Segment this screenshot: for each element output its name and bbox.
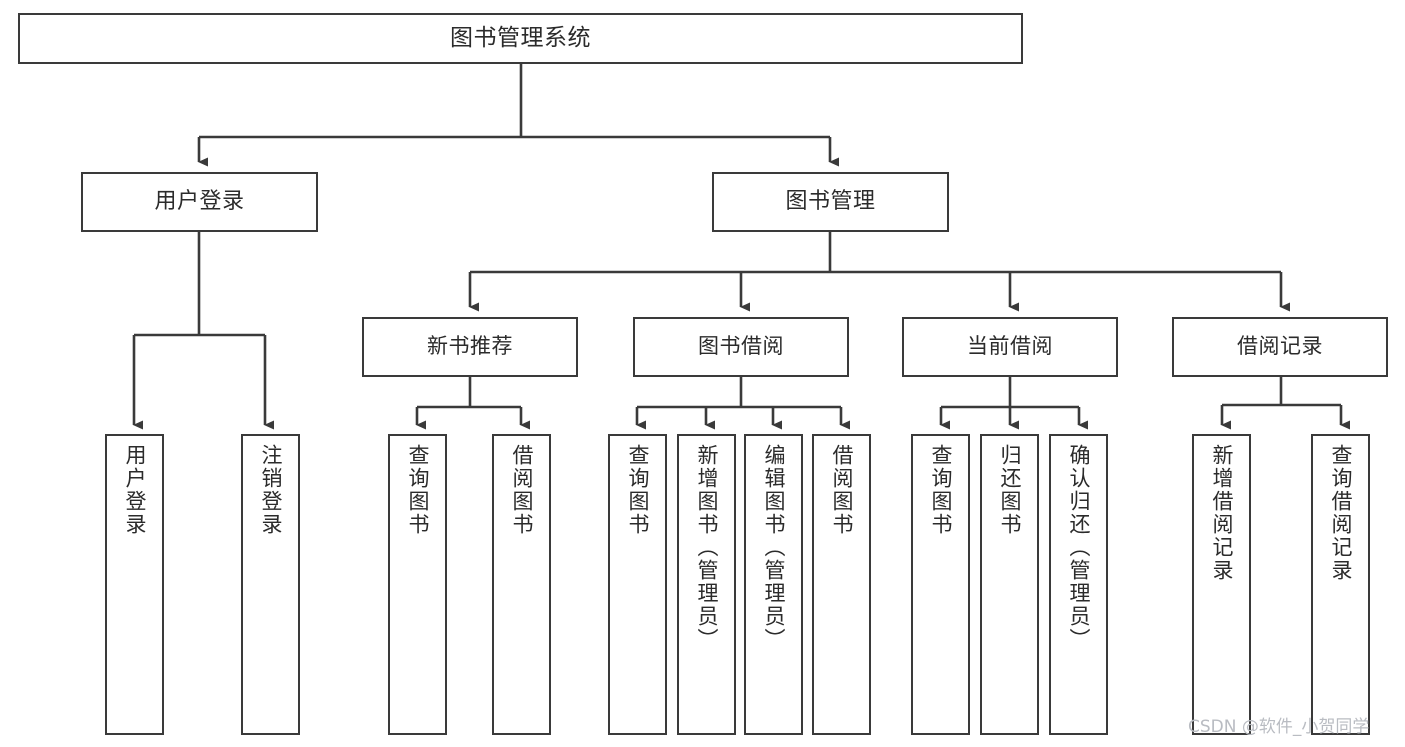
- node-leaf-confirm-return[interactable]: 确认归还（管理员）: [1049, 434, 1108, 735]
- node-leaf-borrow-book-1[interactable]: 借阅图书: [492, 434, 551, 735]
- node-leaf-query-book-3[interactable]: 查询图书: [911, 434, 970, 735]
- node-leaf-logout-label: 注销登录: [259, 444, 283, 536]
- node-leaf-query-record-label: 查询借阅记录: [1329, 444, 1353, 582]
- node-leaf-add-record-label: 新增借阅记录: [1210, 444, 1234, 582]
- node-book-borrow-label: 图书借阅: [698, 334, 784, 359]
- node-book-manage[interactable]: 图书管理: [712, 172, 949, 232]
- node-leaf-borrow-book-2-label: 借阅图书: [830, 444, 854, 536]
- node-leaf-borrow-book-1-label: 借阅图书: [510, 444, 534, 536]
- node-leaf-query-book-3-label: 查询图书: [929, 444, 953, 536]
- node-leaf-query-record[interactable]: 查询借阅记录: [1311, 434, 1370, 735]
- node-leaf-return-book-label: 归还图书: [998, 444, 1022, 536]
- node-leaf-query-book-2-label: 查询图书: [626, 444, 650, 536]
- node-leaf-edit-book[interactable]: 编辑图书（管理员）: [744, 434, 803, 735]
- node-leaf-confirm-return-label: 确认归还（管理员）: [1067, 444, 1091, 651]
- node-leaf-query-book-2[interactable]: 查询图书: [608, 434, 667, 735]
- node-leaf-user-login[interactable]: 用户登录: [105, 434, 164, 735]
- node-new-book-recommend-label: 新书推荐: [427, 334, 513, 359]
- node-leaf-edit-book-label: 编辑图书（管理员）: [762, 444, 786, 651]
- node-user-login-label: 用户登录: [154, 188, 245, 214]
- node-book-borrow[interactable]: 图书借阅: [633, 317, 849, 377]
- node-leaf-user-login-label: 用户登录: [123, 444, 147, 536]
- node-leaf-query-book-1-label: 查询图书: [406, 444, 430, 536]
- node-leaf-logout[interactable]: 注销登录: [241, 434, 300, 735]
- node-leaf-add-book-label: 新增图书（管理员）: [695, 444, 719, 651]
- node-current-borrow-label: 当前借阅: [967, 334, 1053, 359]
- node-leaf-return-book[interactable]: 归还图书: [980, 434, 1039, 735]
- node-book-manage-label: 图书管理: [785, 188, 876, 214]
- node-borrow-record[interactable]: 借阅记录: [1172, 317, 1388, 377]
- node-new-book-recommend[interactable]: 新书推荐: [362, 317, 578, 377]
- node-root[interactable]: 图书管理系统: [18, 13, 1023, 64]
- node-current-borrow[interactable]: 当前借阅: [902, 317, 1118, 377]
- node-leaf-add-book[interactable]: 新增图书（管理员）: [677, 434, 736, 735]
- node-leaf-query-book-1[interactable]: 查询图书: [388, 434, 447, 735]
- node-leaf-borrow-book-2[interactable]: 借阅图书: [812, 434, 871, 735]
- node-root-label: 图书管理系统: [450, 24, 591, 51]
- node-leaf-add-record[interactable]: 新增借阅记录: [1192, 434, 1251, 735]
- node-borrow-record-label: 借阅记录: [1237, 334, 1323, 359]
- watermark: CSDN @软件_小贺同学: [1188, 717, 1370, 737]
- node-user-login[interactable]: 用户登录: [81, 172, 318, 232]
